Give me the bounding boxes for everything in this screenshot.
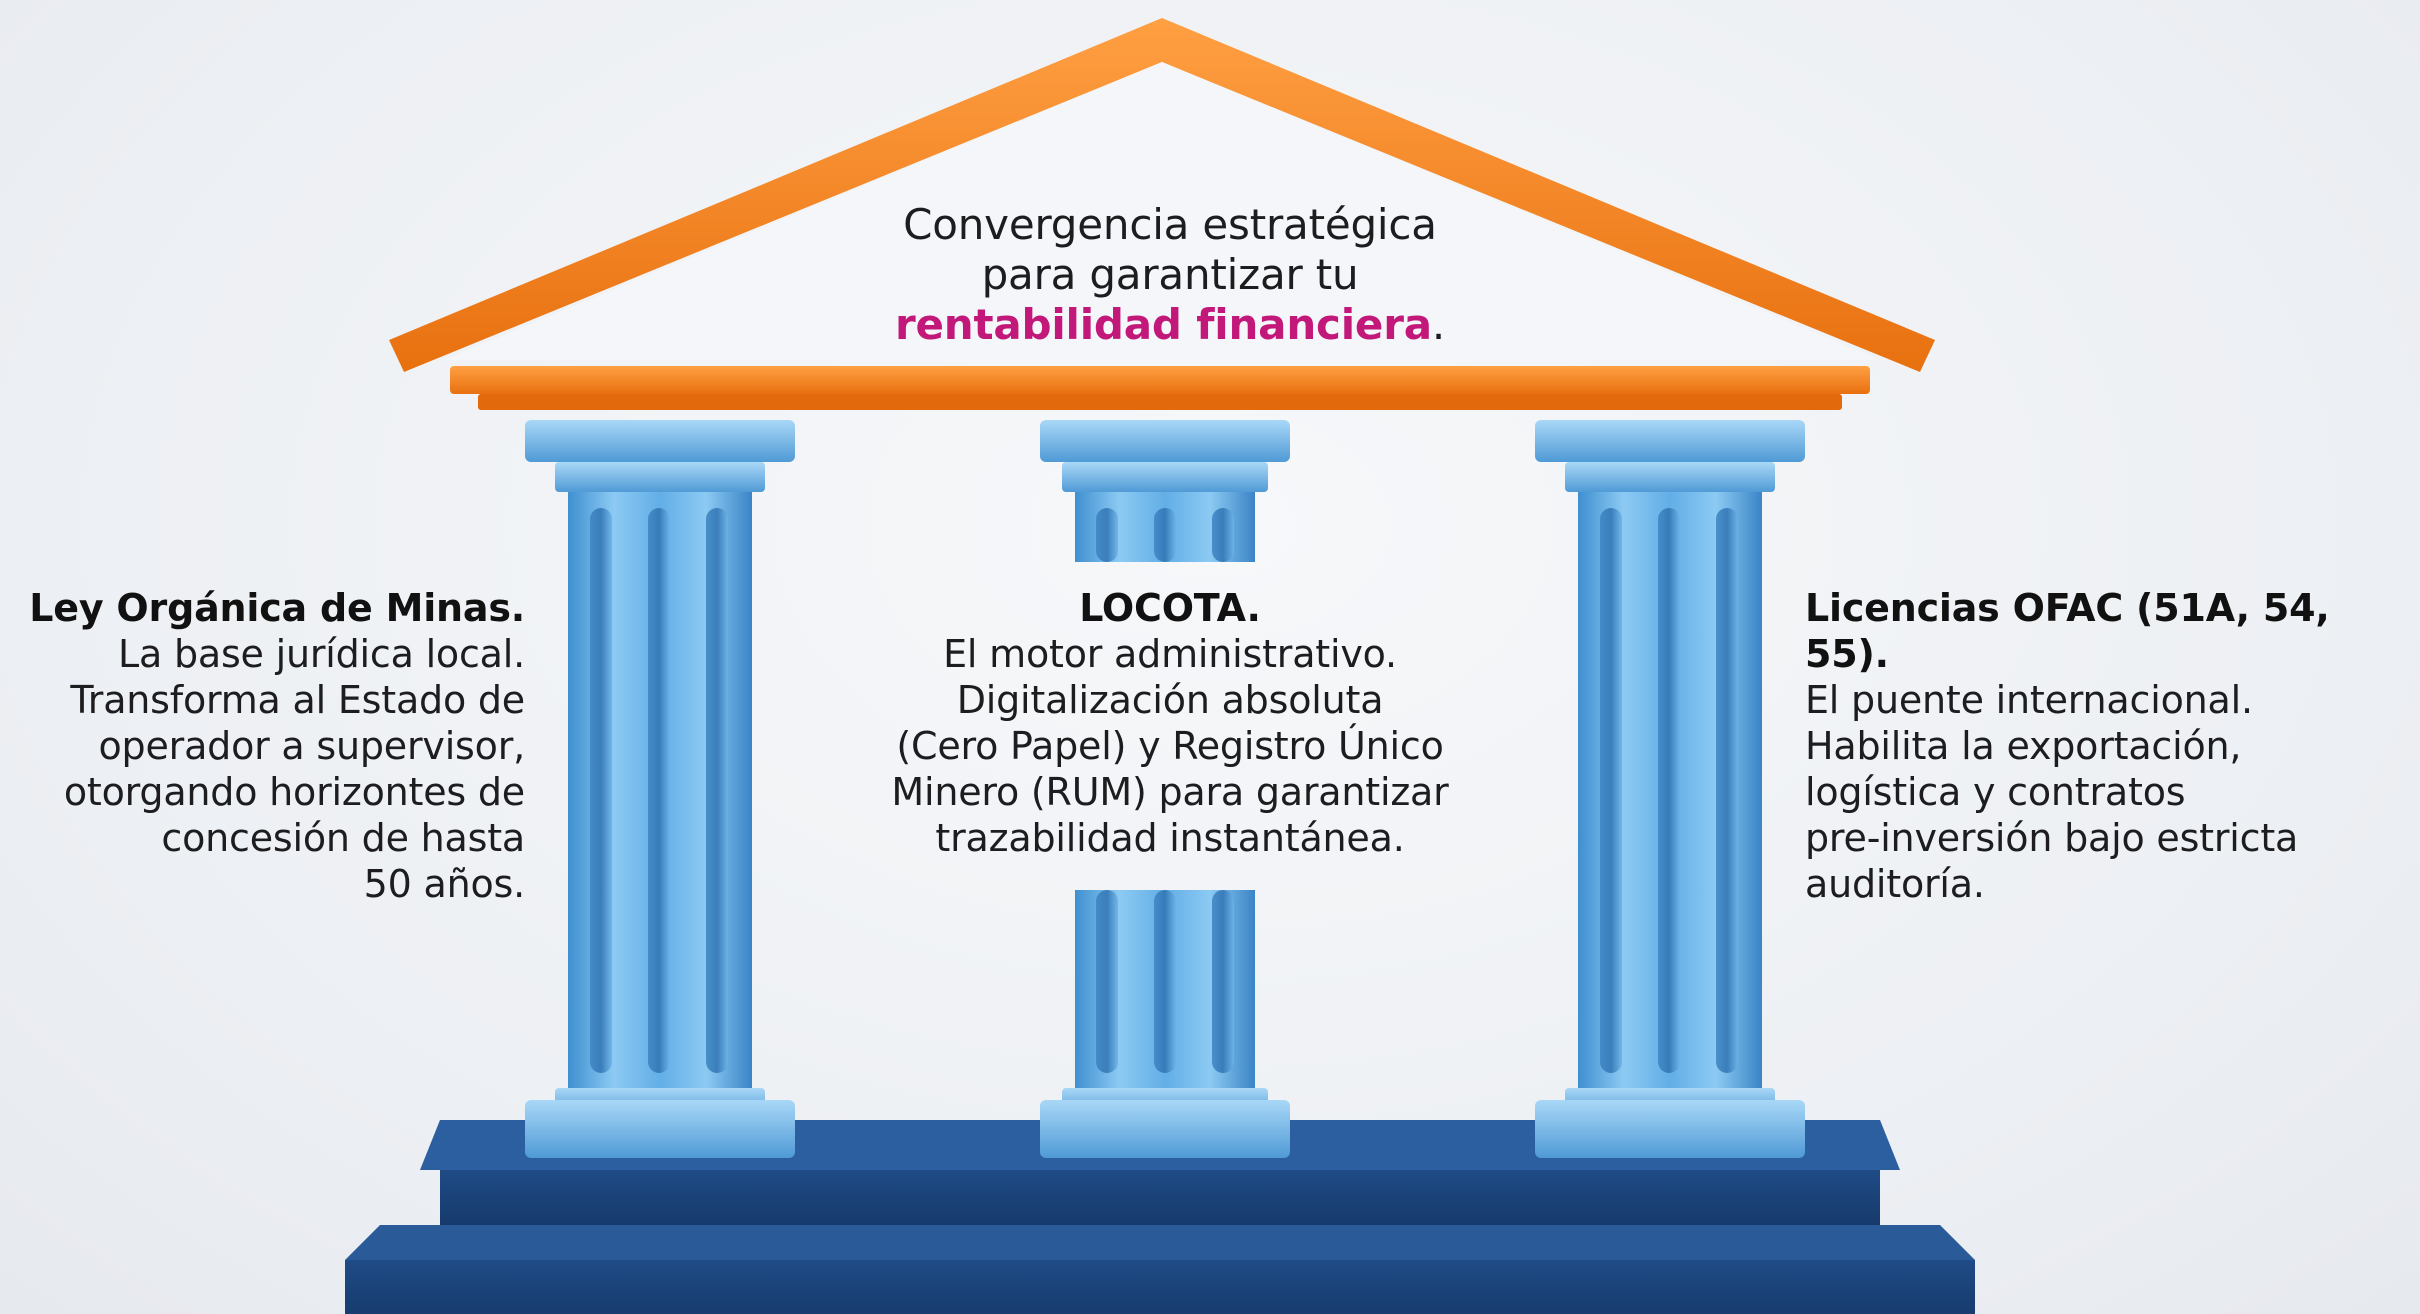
roof-highlight: rentabilidad financiera [894, 300, 1432, 349]
roof-line-1: Convergencia estratégica [903, 200, 1437, 249]
pillar-left-line: concesión de hasta [161, 816, 525, 860]
pillar-center [1040, 420, 1290, 1158]
pillar-left-title: Ley Orgánica de Minas. [29, 586, 525, 630]
roof [389, 18, 1935, 410]
pillar-left-line: Transforma al Estado de [70, 678, 525, 722]
pillar-center-line: Minero (RUM) para garantizar [891, 770, 1449, 814]
pillar-right-line: logística y contratos [1805, 770, 2186, 814]
pillar-left-caption: Ley Orgánica de Minas. La base jurídica … [10, 585, 525, 907]
pillar-right-line: auditoría. [1805, 862, 1985, 906]
pillar-center-line: El motor administrativo. [943, 632, 1397, 676]
pillar-right-line: pre-inversión bajo estricta [1805, 816, 2299, 860]
pillar-right-line: El puente internacional. [1805, 678, 2253, 722]
pillar-right-caption: Licencias OFAC (51A, 54, 55). El puente … [1805, 585, 2415, 907]
roof-line-3: rentabilidad financiera. [780, 300, 1560, 350]
pillar-center-line: (Cero Papel) y Registro Único [896, 724, 1444, 768]
roof-line-2: para garantizar tu [981, 250, 1359, 299]
pillar-center-caption: LOCOTA. El motor administrativo. Digital… [845, 585, 1495, 861]
pillar-left-line: La base jurídica local. [118, 632, 525, 676]
pillar-center-title: LOCOTA. [1079, 586, 1261, 630]
pillar-center-line: trazabilidad instantánea. [935, 816, 1405, 860]
roof-suffix: . [1431, 300, 1446, 349]
pillar-center-line: Digitalización absoluta [956, 678, 1384, 722]
pillar-right [1535, 420, 1805, 1158]
pillar-left [525, 420, 795, 1158]
pillar-right-line: Habilita la exportación, [1805, 724, 2242, 768]
roof-caption: Convergencia estratégica para garantizar… [780, 200, 1560, 350]
pillar-left-line: operador a supervisor, [98, 724, 526, 768]
pillar-right-title: Licencias OFAC (51A, 54, 55). [1805, 586, 2330, 676]
pillar-left-line: 50 años. [363, 862, 526, 906]
pillar-left-line: otorgando horizontes de [63, 770, 525, 814]
